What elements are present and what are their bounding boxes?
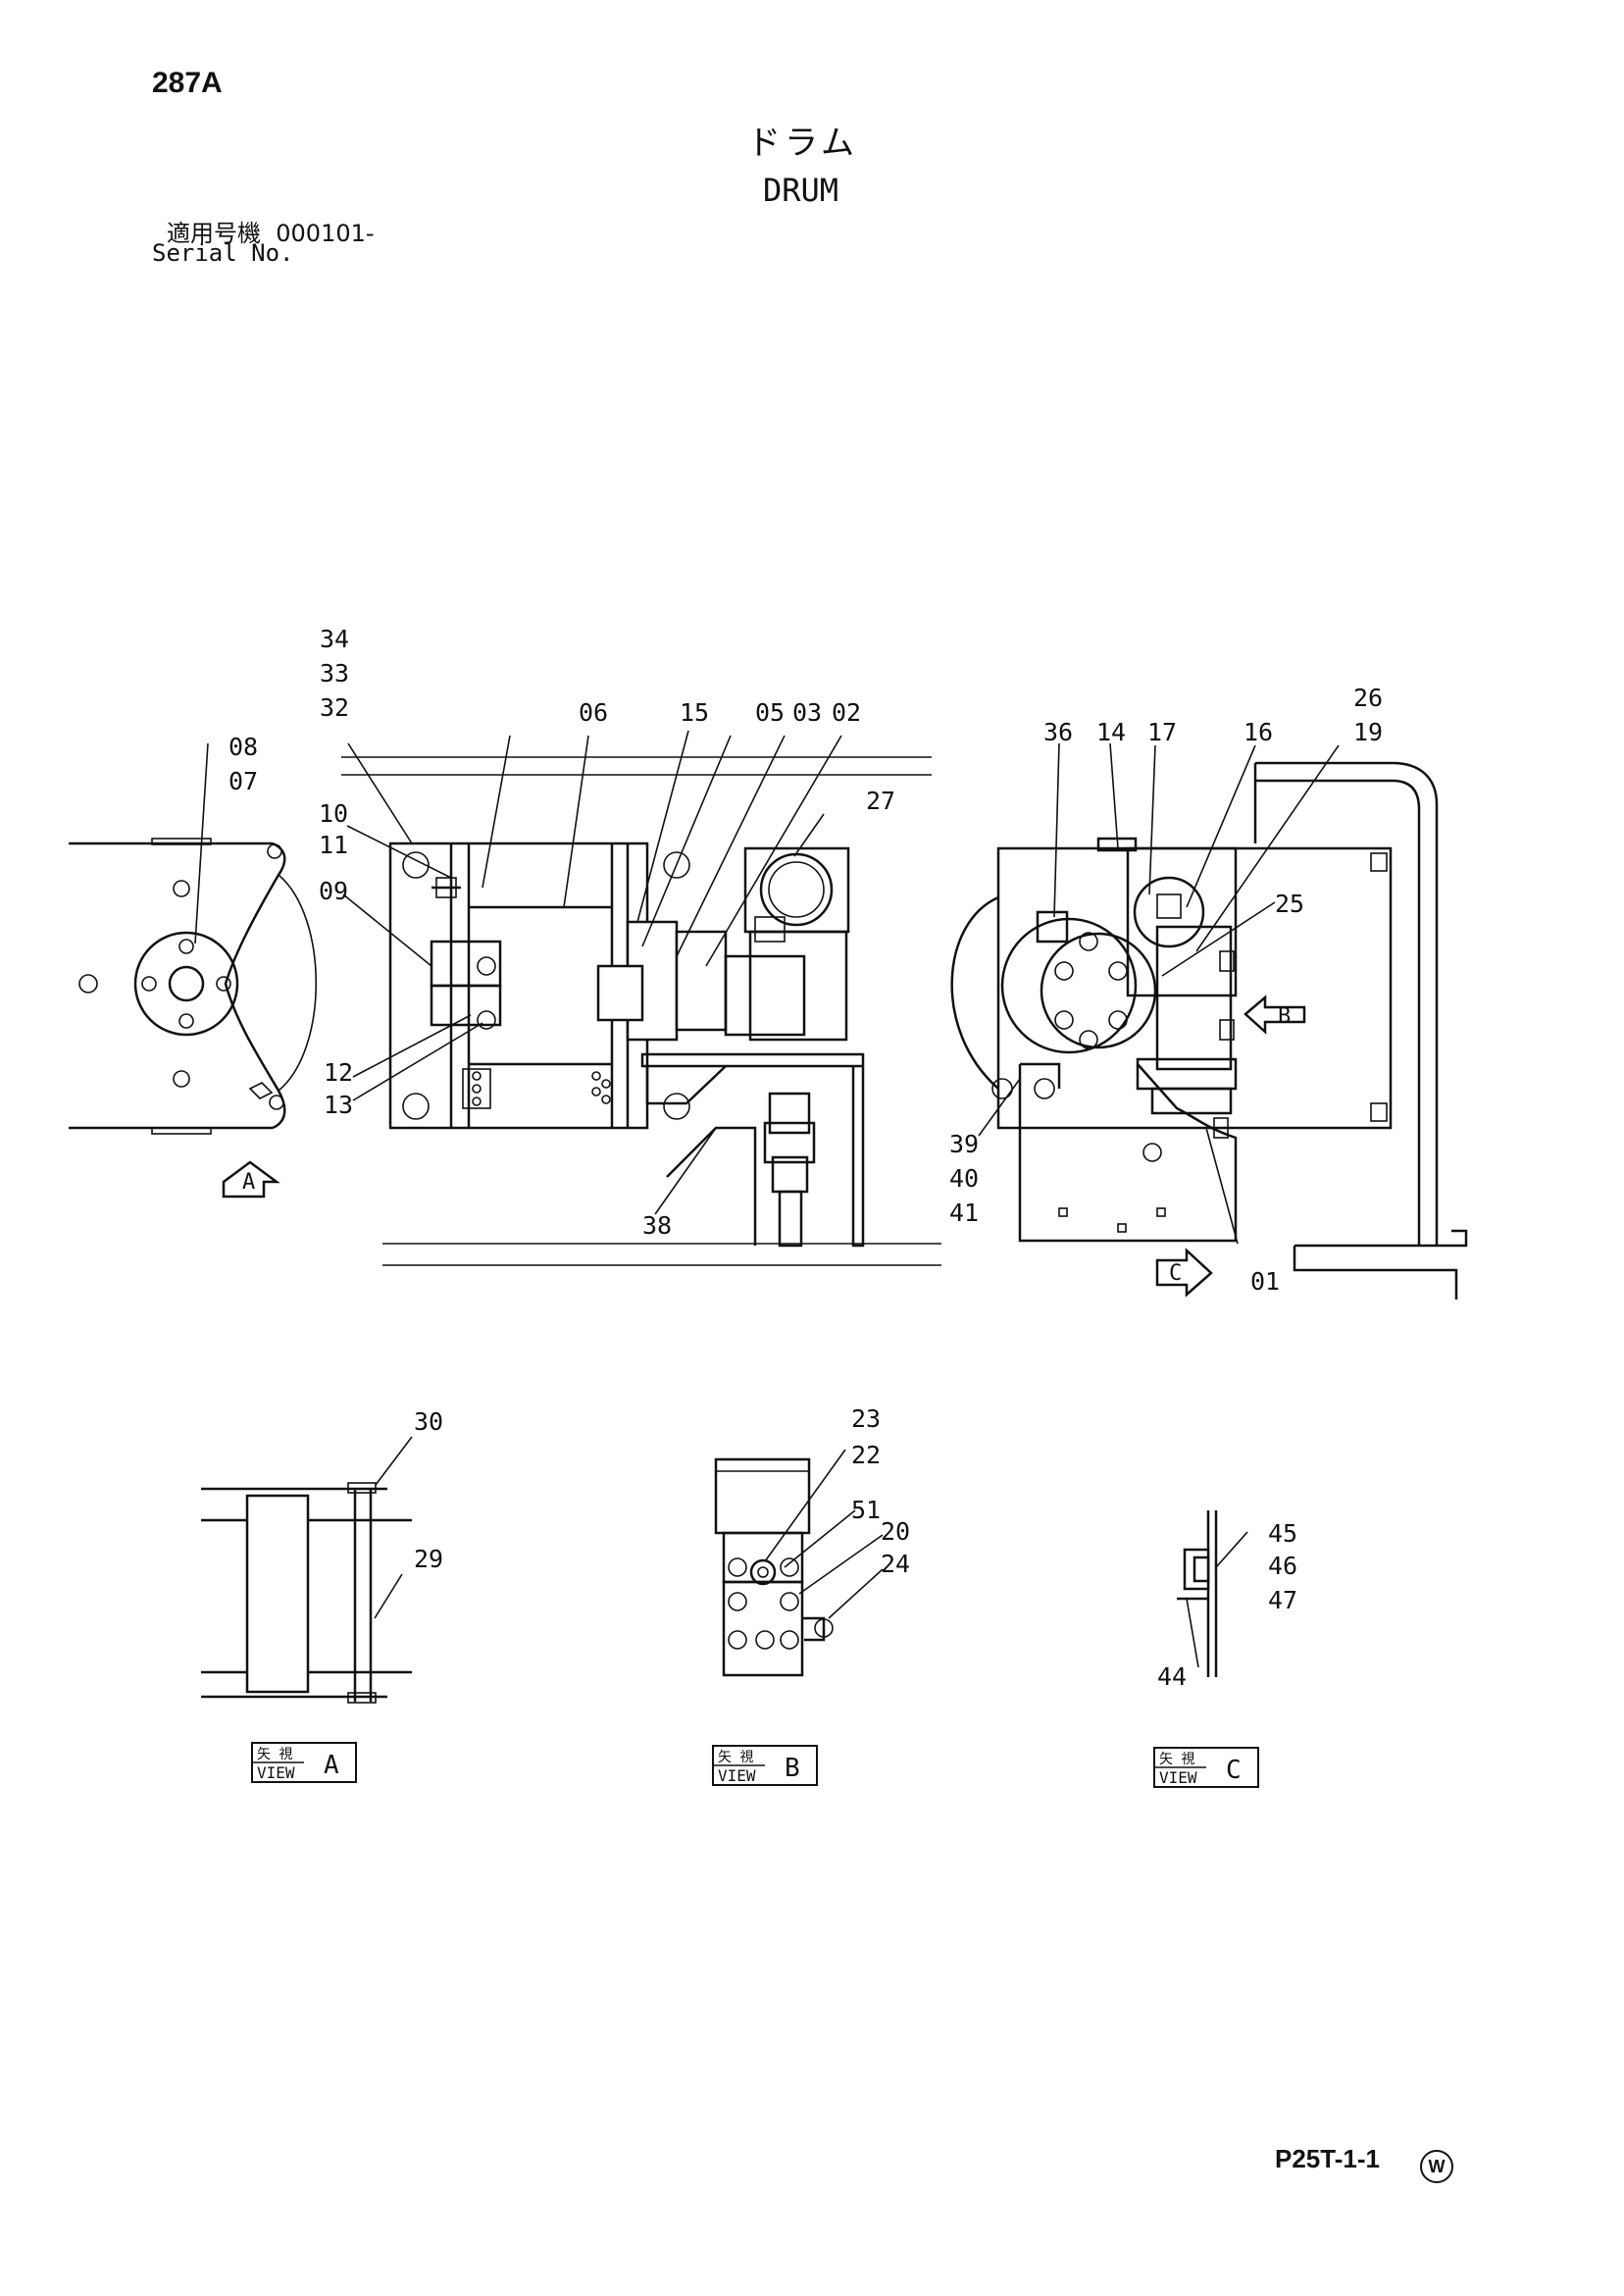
title-japanese: ドラム — [747, 124, 858, 163]
callout-10: 10 — [319, 799, 348, 828]
view-b-jp: 矢 視 — [718, 1750, 753, 1765]
callout-11: 11 — [319, 831, 348, 859]
callout-17: 17 — [1147, 718, 1177, 746]
callout-06: 06 — [579, 698, 608, 727]
callout-22: 22 — [851, 1441, 881, 1469]
serial-applicability: 適用号機 000101- — [167, 214, 375, 248]
view-b-arrow-letter: B — [1278, 1004, 1291, 1029]
callout-16: 16 — [1243, 718, 1273, 746]
view-b-word: VIEW — [718, 1766, 756, 1785]
callout-15: 15 — [680, 698, 709, 727]
serial-label-en: Serial No. — [152, 239, 294, 267]
view-a-arrow-letter: A — [242, 1170, 255, 1195]
view-c-label: 矢 視 VIEW C — [1153, 1747, 1259, 1788]
callout-45: 45 — [1268, 1519, 1297, 1548]
center-front-view — [341, 730, 941, 1266]
view-a-arrow — [222, 1160, 280, 1199]
view-a-detail — [201, 1436, 413, 1704]
view-c-letter: C — [1226, 1756, 1242, 1785]
callout-08: 08 — [228, 733, 258, 761]
callout-26: 26 — [1353, 684, 1383, 712]
callout-03: 03 — [792, 698, 822, 727]
callout-24: 24 — [881, 1550, 910, 1578]
title-english: DRUM — [763, 172, 839, 209]
page-number: 287A — [152, 67, 223, 99]
callout-labels: 34 33 32 08 07 10 11 09 12 13 06 15 05 0… — [228, 625, 1383, 1691]
callout-47: 47 — [1268, 1586, 1297, 1614]
callout-29: 29 — [414, 1545, 443, 1573]
view-c-arrow-letter: C — [1169, 1261, 1182, 1286]
callout-19: 19 — [1353, 718, 1383, 746]
serial-range: 000101- — [276, 220, 375, 247]
arrow-letters: A B C — [242, 1004, 1291, 1286]
watermark-circle-w: W — [1420, 2150, 1453, 2183]
callout-25: 25 — [1275, 890, 1304, 918]
callout-51: 51 — [851, 1496, 881, 1524]
view-a-label: 矢 視 VIEW A — [251, 1742, 357, 1783]
callout-05: 05 — [755, 698, 785, 727]
callout-02: 02 — [832, 698, 861, 727]
callout-20: 20 — [881, 1517, 910, 1546]
callout-40: 40 — [949, 1164, 979, 1193]
callout-46: 46 — [1268, 1552, 1297, 1580]
callout-33: 33 — [320, 659, 349, 688]
callout-39: 39 — [949, 1130, 979, 1158]
callout-38: 38 — [642, 1211, 672, 1240]
callout-01: 01 — [1250, 1267, 1280, 1296]
callout-41: 41 — [949, 1199, 979, 1227]
callout-14: 14 — [1096, 718, 1126, 746]
callout-07: 07 — [228, 767, 258, 795]
view-b-detail — [714, 1449, 884, 1677]
callout-32: 32 — [320, 693, 349, 722]
view-b-label: 矢 視 VIEW B — [712, 1745, 818, 1786]
view-b-letter: B — [785, 1754, 800, 1783]
callout-34: 34 — [320, 625, 349, 653]
view-a-word: VIEW — [257, 1763, 295, 1782]
callout-30: 30 — [414, 1407, 443, 1436]
callout-44: 44 — [1157, 1662, 1187, 1691]
left-side-view — [69, 742, 317, 1135]
view-a-letter: A — [324, 1751, 339, 1780]
right-side-view — [950, 742, 1468, 1300]
view-a-jp: 矢 視 — [257, 1747, 292, 1762]
view-c-detail — [1177, 1510, 1248, 1677]
page-code: P25T-1-1 — [1275, 2144, 1380, 2173]
callout-23: 23 — [851, 1404, 881, 1433]
callout-27: 27 — [866, 787, 895, 815]
callout-12: 12 — [324, 1058, 353, 1087]
callout-36: 36 — [1043, 718, 1073, 746]
callout-13: 13 — [324, 1091, 353, 1119]
view-c-jp: 矢 視 — [1159, 1752, 1194, 1767]
view-c-word: VIEW — [1159, 1768, 1197, 1787]
serial-label-jp: 適用号機 — [167, 220, 261, 247]
callout-09: 09 — [319, 877, 348, 905]
